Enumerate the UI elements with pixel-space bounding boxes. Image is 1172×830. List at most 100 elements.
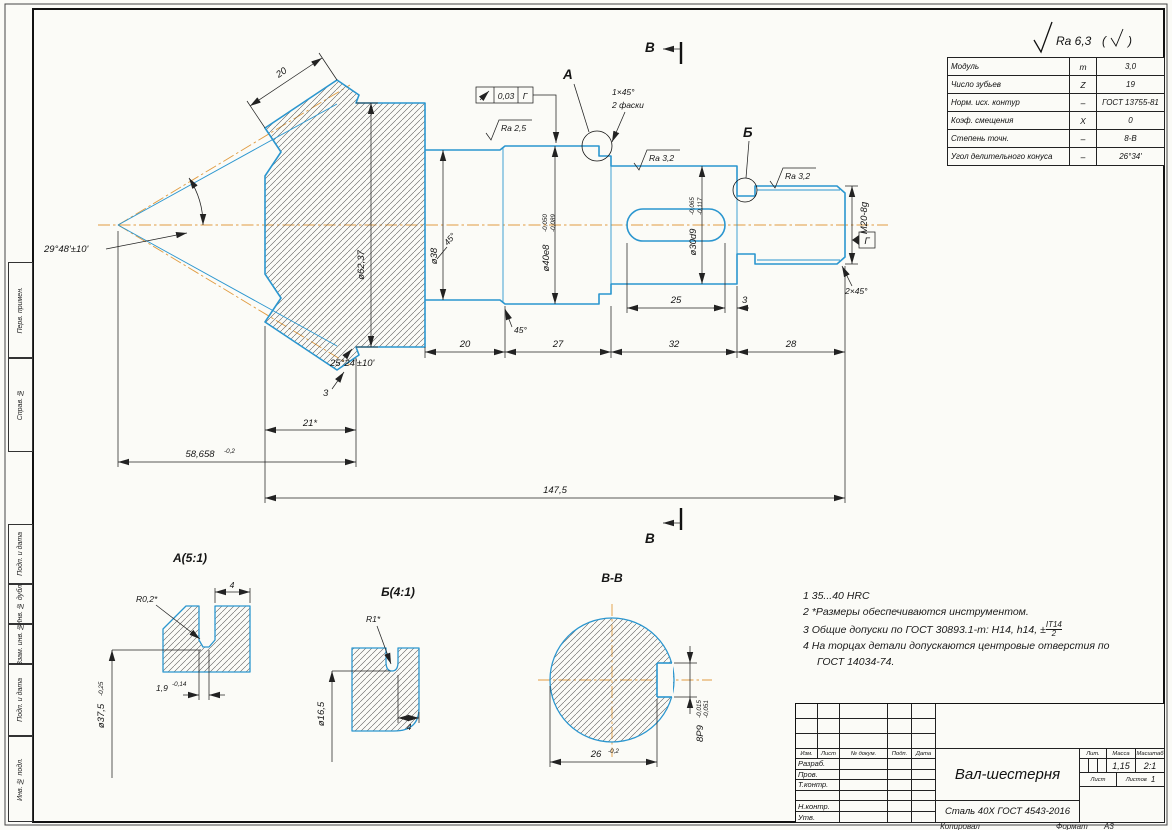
detail-a-circle (581, 130, 613, 162)
note-2: 2 *Размеры обеспечиваются инструментом. (803, 605, 1029, 618)
col-list: Лист (818, 749, 840, 759)
dim-rim-width: 3 (323, 388, 329, 399)
roughness-marks: Ra 2,5 Ra 3,2 Ra 3,2 (485, 119, 816, 189)
note-45deg: 45° (514, 325, 527, 335)
table-row: Степень точн.–8-В (948, 129, 1164, 147)
mass-label: Масса (1107, 749, 1136, 759)
roughness-ra32-b: Ra 3,2 (785, 171, 810, 181)
role-tkontr: Т.контр. (796, 780, 840, 791)
format-value: А3 (1104, 822, 1114, 830)
dim-len58: 58,658 (185, 449, 215, 460)
section-vv-flat: 26 (590, 749, 602, 760)
material: Сталь 40Х ГОСТ 4543-2016 (936, 801, 1080, 823)
dim-back-angle: 25°24'±10' (329, 358, 376, 369)
roughness-check-icon (1033, 21, 1053, 54)
dimensions: 20 29°48'±10' 25°24'±10' 3 ø62,37 ø38 ø4… (43, 40, 876, 546)
dim-d40: ø40e8 (541, 244, 552, 272)
detail-b-radius: R1* (366, 614, 381, 624)
dim-len28: 28 (785, 339, 797, 350)
shaft-contour (425, 145, 846, 305)
detail-a-depth: 1,9 (156, 683, 168, 693)
corner-paren-close: ) (1126, 34, 1132, 48)
dim-face-width: 20 (273, 65, 289, 81)
dim-len32: 32 (669, 339, 680, 350)
dim-len20: 20 (459, 339, 471, 350)
sheets-label: Листов (1125, 776, 1147, 783)
dim-key-len: 25 (670, 295, 682, 306)
dim-d38: ø38 (429, 247, 440, 264)
dim-d30-lower-tol: -0,117 (697, 197, 704, 215)
detail-a-radius: R0,2* (136, 594, 158, 604)
detail-b-width: 4 (407, 722, 412, 732)
mass-value: 1,15 (1107, 759, 1136, 773)
note-chamfer1-qty: 2 фаски (611, 100, 644, 110)
col-dokum: № докум. (840, 749, 888, 759)
detail-a-dia: ø37,5 (96, 703, 107, 728)
corner-paren-open: ( (1102, 34, 1108, 48)
detail-a-depth-tol: -0,14 (172, 681, 187, 688)
section-vv-flat-tol: -0,2 (608, 748, 619, 755)
section-view-vv: В-В 8Р9 -0,015 -0,051 26 -0,2 (538, 571, 712, 767)
note-4: 4 На торцах детали допускаются центровые… (803, 640, 1110, 653)
runout-value: 0,03 (498, 91, 515, 101)
corner-roughness: Ra 6,3 ( ) (1033, 21, 1132, 54)
detail-b-dia: ø16,5 (316, 701, 327, 726)
margin-box-podp-data-2: Подп. и дата (8, 664, 33, 736)
note-chamfer1: 1×45° (612, 87, 635, 97)
section-v-bottom: В (645, 531, 655, 546)
dim-hub-dia: ø62,37 (356, 249, 367, 279)
role-prov: Пров. (796, 769, 840, 781)
dim-len58-tol: -0,2 (224, 448, 235, 455)
dim-d40-upper-tol: -0,050 (542, 214, 549, 232)
org-cell (1080, 787, 1165, 823)
role-nkontr: Н.контр. (796, 801, 840, 812)
note-45deg-step: 45° (442, 230, 458, 247)
section-vv-key-lo: -0,051 (703, 700, 710, 718)
sheet-frame (4, 3, 1168, 826)
margin-box-vzam-inv: Взам. инв. № (8, 623, 33, 665)
datum-flag-box (858, 231, 876, 249)
runout-icon (478, 90, 490, 102)
note-3: 3 Общие допуски по ГОСТ 30893.1-т: H14, … (803, 619, 1062, 639)
table-row: Угол делительного конуса–26°34' (948, 147, 1164, 165)
note-1: 1 35...40 HRC (803, 590, 870, 602)
dim-len147: 147,5 (543, 485, 567, 496)
section-vv-shaft (549, 617, 675, 743)
dim-d40-lower-tol: -0,089 (550, 214, 557, 232)
lit-label: Лит. (1080, 749, 1107, 759)
scale-value: 2:1 (1136, 759, 1165, 773)
bevel-gear-section (117, 79, 426, 371)
table-row: Норм. исх. контур–ГОСТ 13755-81 (948, 93, 1164, 111)
col-data: Дата (912, 749, 936, 759)
keyway-slot (626, 208, 726, 242)
note-chamfer2: 2×45° (844, 286, 868, 296)
section-vv-title: В-В (601, 571, 623, 585)
section-v-top: В (645, 40, 655, 55)
corner-ra-value: Ra 6,3 (1056, 34, 1092, 48)
runout-datum: Г (523, 91, 529, 101)
dim-d30-upper-tol: -0,065 (689, 197, 696, 215)
format-label: Формат А3 (1056, 822, 1114, 830)
dim-thread: M20-8g (859, 201, 870, 234)
detail-a-width: 4 (230, 580, 235, 590)
callout-b: Б (743, 125, 753, 140)
dim-len27: 27 (552, 339, 564, 350)
note-4b: ГОСТ 14034-74. (817, 655, 895, 668)
margin-box-sprav: Справ. № (8, 358, 33, 452)
dim-len21: 21* (302, 418, 318, 429)
datum-letter: Г (864, 236, 870, 247)
datum-triangle (852, 235, 859, 245)
technical-notes: 1 35...40 HRC 2 *Размеры обеспечиваются … (803, 589, 1138, 671)
detail-b-title: Б(4:1) (381, 585, 415, 599)
dim-key-off: 3 (742, 295, 748, 306)
section-vv-key-up: -0,015 (696, 700, 703, 718)
runout-tolerance-frame: 0,03 Г (475, 86, 560, 143)
dim-cone-angle: 29°48'±10' (43, 244, 90, 255)
roughness-ra25: Ra 2,5 (501, 123, 526, 133)
